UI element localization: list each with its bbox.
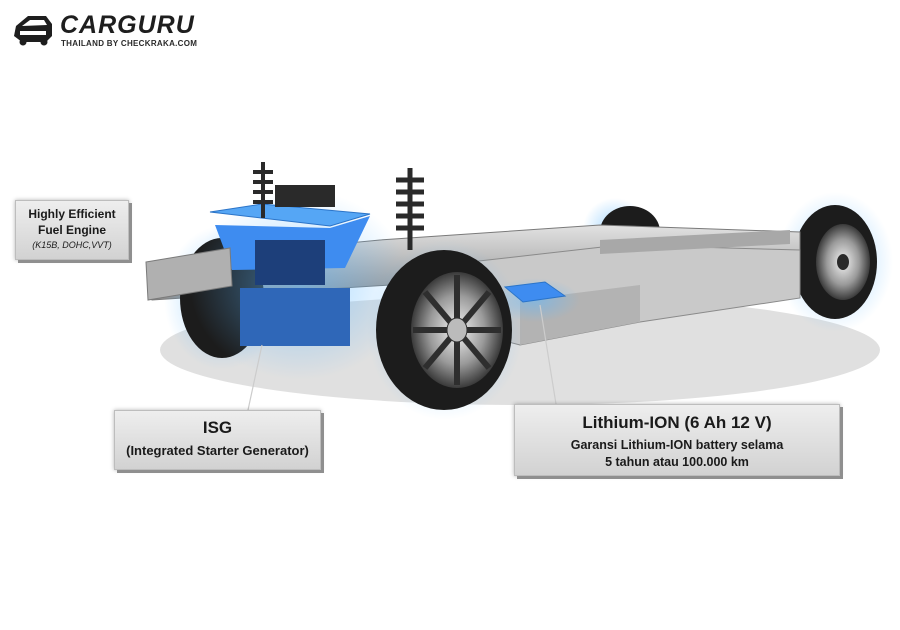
battery-callout-detail-line2: 5 tahun atau 100.000 km: [605, 455, 749, 469]
engine-highlight: [190, 185, 410, 380]
car-logo-icon: [14, 16, 52, 46]
battery-callout-detail: Garansi Lithium-ION battery selama 5 tah…: [515, 437, 839, 471]
engine-callout-title: Highly Efficient Fuel Engine: [28, 207, 116, 237]
engine-callout-detail: (K15B, DOHC,VVT): [32, 240, 112, 250]
isg-callout-title: ISG: [202, 418, 233, 437]
logo-title: CARGURU: [60, 11, 195, 39]
rear-right-wheel: [777, 192, 893, 332]
isg-leader-line: [247, 344, 263, 411]
front-right-wheel: [367, 240, 523, 420]
isg-callout: ISG (Integrated Starter Generator): [114, 410, 321, 470]
front-right-spring: [396, 168, 424, 250]
logo-subtitle: THAILAND BY CHECKRAKA.COM: [61, 39, 198, 48]
battery-leader-line: [539, 304, 557, 405]
isg-callout-detail: (Integrated Starter Generator): [126, 443, 309, 458]
battery-callout: Lithium-ION (6 Ah 12 V) Garansi Lithium-…: [514, 404, 840, 476]
front-bumper-beam: [145, 247, 233, 301]
engine-callout: Highly Efficient Fuel Engine (K15B, DOHC…: [15, 200, 129, 260]
carguru-logo: CARGURU THAILAND BY CHECKRAKA.COM: [12, 10, 222, 50]
front-left-spring: [253, 162, 273, 218]
battery-callout-title: Lithium-ION (6 Ah 12 V): [582, 413, 772, 432]
battery-callout-detail-line1: Garansi Lithium-ION battery selama: [570, 438, 784, 452]
